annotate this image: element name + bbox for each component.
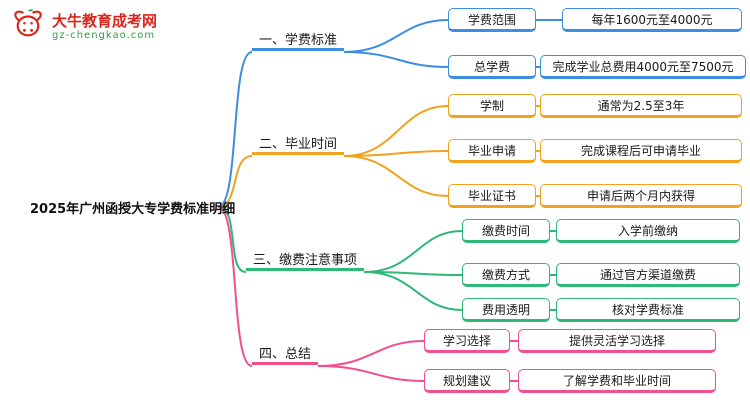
key-node: 学费范围 [448, 8, 536, 32]
branch-2-label: 二、毕业时间 [252, 132, 344, 155]
value-node: 完成学业总费用4000元至7500元 [540, 55, 746, 79]
branch-4-label: 四、总结 [252, 342, 318, 365]
key-node: 费用透明 [462, 298, 550, 322]
key-node: 学制 [448, 94, 536, 118]
value-node: 入学前缴纳 [556, 219, 740, 243]
value-node: 通过官方渠道缴费 [556, 263, 740, 287]
bull-logo-icon [10, 8, 46, 46]
value-node: 核对学费标准 [556, 298, 740, 322]
key-node: 缴费时间 [462, 219, 550, 243]
key-node: 总学费 [448, 55, 536, 79]
value-node: 提供灵活学习选择 [518, 329, 716, 353]
value-node: 每年1600元至4000元 [562, 8, 742, 32]
branch-1-label: 一、学费标准 [252, 28, 344, 51]
key-node: 毕业申请 [448, 139, 536, 163]
value-node: 申请后两个月内获得 [540, 184, 742, 208]
site-url: gz-chengkao.com [52, 29, 156, 41]
value-node: 了解学费和毕业时间 [518, 369, 716, 393]
site-name: 大牛教育成考网 [52, 11, 158, 30]
branch-3-label: 三、缴费注意事项 [246, 248, 364, 271]
root-node: 2025年广州函授大专学费标准明细 [30, 201, 236, 217]
value-node: 完成课程后可申请毕业 [540, 139, 742, 163]
key-node: 缴费方式 [462, 263, 550, 287]
key-node: 毕业证书 [448, 184, 536, 208]
key-node: 规划建议 [424, 369, 510, 393]
key-node: 学习选择 [424, 329, 510, 353]
site-logo: 大牛教育成考网 gz-chengkao.com [10, 8, 157, 46]
value-node: 通常为2.5至3年 [540, 94, 742, 118]
